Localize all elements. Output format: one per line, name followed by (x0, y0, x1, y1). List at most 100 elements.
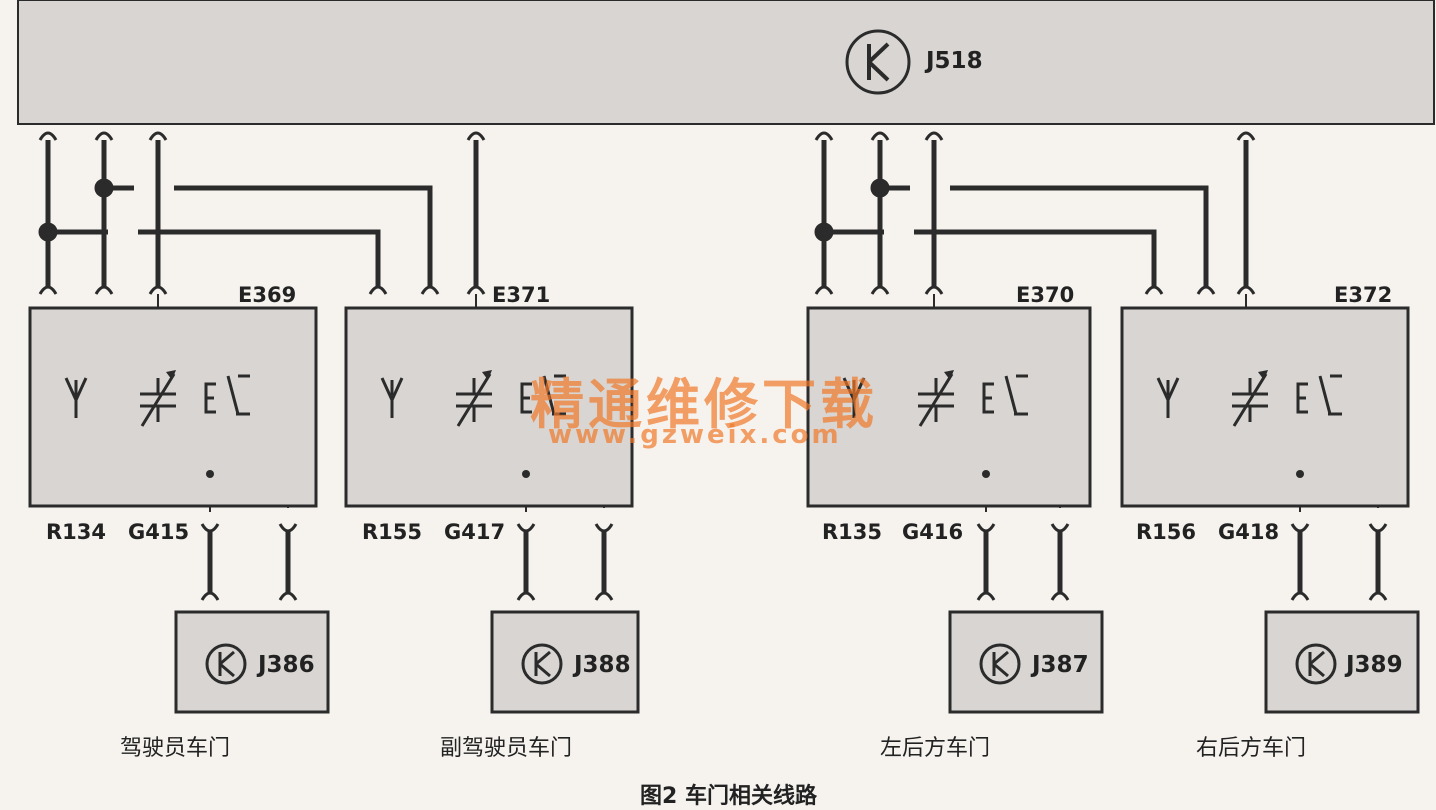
sensor-label-g416: G416 (902, 520, 964, 544)
module-label-e370: E370 (1016, 283, 1075, 307)
capacitor-shape (140, 373, 176, 427)
antenna-icon (64, 377, 88, 418)
k-circle-icon (1295, 643, 1337, 685)
connector (516, 523, 536, 533)
module-box (344, 306, 634, 508)
capacitor-shape (1232, 373, 1268, 427)
capacitor-arrow (166, 370, 176, 380)
k-circle-icon (205, 643, 247, 685)
connector (594, 591, 614, 601)
unit-label-j386: J386 (258, 652, 315, 678)
connector (924, 131, 944, 141)
ecu-box (948, 610, 1104, 714)
unit-label-j387: J387 (1032, 652, 1089, 678)
module-box (28, 306, 318, 508)
capacitor-arrow (1258, 370, 1268, 380)
internal-node (522, 470, 530, 478)
variable-capacitor-icon (140, 370, 176, 427)
antenna-shape (842, 377, 866, 418)
watermark-url: www.gzweix.com (548, 420, 842, 450)
connector (148, 285, 168, 295)
connector (466, 285, 486, 295)
antenna-shape (64, 377, 88, 418)
capacitor-arrow (944, 370, 954, 380)
module-label-e371: E371 (492, 283, 551, 307)
connector (870, 285, 890, 295)
connector (420, 285, 440, 295)
connector (94, 131, 114, 141)
switch-icon (520, 374, 566, 416)
connector (814, 131, 834, 141)
connector (38, 131, 58, 141)
k-circle (1295, 643, 1337, 685)
k-letter (534, 650, 551, 678)
caption-driver-door: 驾驶员车门 (120, 736, 231, 761)
ecu-box (490, 610, 640, 714)
cross-wire-lower (48, 229, 381, 288)
connector (200, 591, 220, 601)
antenna-icon (1156, 377, 1180, 418)
cross-wire-upper (880, 185, 1209, 288)
connector (1290, 591, 1310, 601)
variable-capacitor-icon (918, 370, 954, 427)
connector (1290, 523, 1310, 533)
switch-shape (1296, 374, 1342, 416)
caption-passenger-door: 副驾驶员车门 (440, 736, 573, 761)
connector (594, 523, 614, 533)
k-circle (521, 643, 563, 685)
k-circle-icon (979, 643, 1021, 685)
connector (1368, 591, 1388, 601)
internal-node (206, 470, 214, 478)
switch-shape (520, 374, 566, 416)
connector (976, 591, 996, 601)
connector (466, 131, 486, 141)
watermark-title: 精通维修下载 (530, 372, 878, 436)
connector (1144, 285, 1164, 295)
variable-capacitor-icon (456, 370, 492, 427)
cross-wire-lower (824, 229, 1157, 288)
connector (38, 285, 58, 295)
ecu-rect (490, 610, 640, 714)
module-label-e372: E372 (1334, 283, 1393, 307)
switch-shape (982, 374, 1028, 416)
switch-icon (982, 374, 1028, 416)
connector (924, 285, 944, 295)
switch-shape (204, 374, 250, 416)
ecu-box (174, 610, 330, 714)
ecu-rect (1264, 610, 1420, 714)
k-letter (218, 650, 235, 678)
k-circle-icon (845, 29, 911, 95)
k-letter (1308, 650, 1325, 678)
connector (1196, 285, 1216, 295)
k-circle-icon (521, 643, 563, 685)
variable-capacitor-icon (1232, 370, 1268, 427)
switch-icon (204, 374, 250, 416)
module-box (806, 306, 1092, 508)
caption-left-rear-door: 左后方车门 (880, 736, 991, 761)
antenna-icon (842, 377, 866, 418)
connector (200, 523, 220, 533)
k-circle (979, 643, 1021, 685)
connector (516, 591, 536, 601)
resistor-label-r135: R135 (822, 520, 883, 544)
unit-label-j388: J388 (574, 652, 631, 678)
bus-label: J518 (926, 48, 983, 74)
connector (1236, 285, 1256, 295)
connector (94, 285, 114, 295)
connector (976, 523, 996, 533)
sensor-label-g415: G415 (128, 520, 190, 544)
connector (814, 285, 834, 295)
module-label-e369: E369 (238, 283, 297, 307)
connector (368, 285, 388, 295)
capacitor-shape (918, 373, 954, 427)
sensor-label-g418: G418 (1218, 520, 1280, 544)
connector (870, 131, 890, 141)
capacitor-arrow (482, 370, 492, 380)
connector (1050, 523, 1070, 533)
unit-label-j389: J389 (1346, 652, 1403, 678)
k-circle (205, 643, 247, 685)
cross-wire-upper (104, 185, 433, 288)
internal-node (1296, 470, 1304, 478)
connector (1236, 131, 1256, 141)
